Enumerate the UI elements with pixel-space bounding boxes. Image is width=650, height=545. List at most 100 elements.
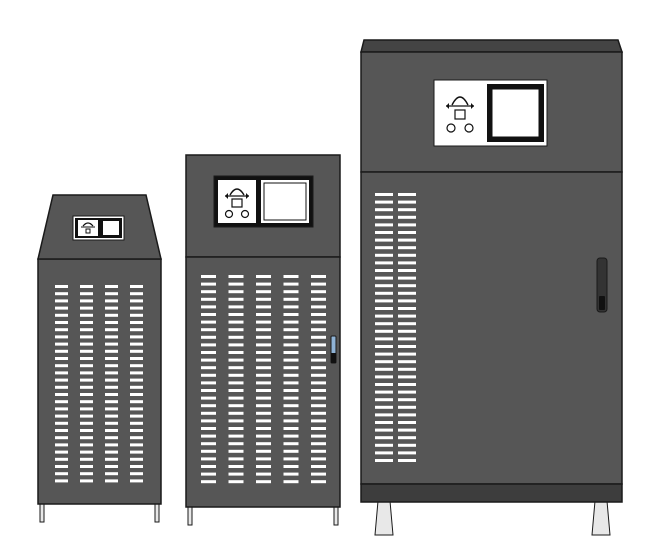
medium-cabinet-vent-slot xyxy=(256,320,271,324)
small-cabinet-vent-slot xyxy=(80,371,93,375)
small-cabinet-vent-slot xyxy=(130,349,143,353)
small-cabinet xyxy=(37,194,162,523)
large-cabinet-top-rim xyxy=(360,39,624,53)
medium-cabinet-vent-slot xyxy=(228,442,244,446)
large-cabinet-vent-slot xyxy=(375,352,393,356)
medium-cabinet-vent-slot xyxy=(201,297,216,301)
small-cabinet-vent-slot xyxy=(55,400,68,404)
small-cabinet-vent-slot xyxy=(80,457,93,461)
small-cabinet-vent-slot xyxy=(55,357,68,360)
small-cabinet-vent-slot xyxy=(80,378,93,382)
large-cabinet-vent-slot xyxy=(375,405,393,409)
small-cabinet-vent-slot xyxy=(55,407,68,411)
medium-cabinet-vent-slot xyxy=(201,411,216,415)
large-cabinet-vent-slot xyxy=(398,360,416,364)
large-cabinet-vent-slot xyxy=(398,238,416,242)
outlet-icon xyxy=(78,220,98,236)
medium-cabinet-vent-slot xyxy=(228,396,244,400)
large-cabinet-vent-slot xyxy=(398,231,416,234)
medium-cabinet-vent-slot xyxy=(256,434,271,438)
medium-cabinet-vent-slot xyxy=(256,449,271,453)
small-cabinet-vent-slot xyxy=(130,378,143,382)
small-cabinet-vent-slot xyxy=(130,313,143,317)
small-cabinet-vent-slot xyxy=(55,457,68,461)
small-cabinet-vent-slot xyxy=(55,443,68,447)
small-cabinet-vent-slot xyxy=(55,306,68,310)
large-cabinet-vent-slot xyxy=(375,337,393,341)
large-cabinet-vent-slot xyxy=(398,193,416,196)
small-cabinet-vent-slot xyxy=(80,313,93,317)
small-cabinet-vent-slot xyxy=(105,371,118,375)
small-cabinet-vent-slot xyxy=(55,421,68,425)
medium-cabinet-vent-slot xyxy=(201,465,216,468)
medium-cabinet-vent-slot xyxy=(311,290,326,294)
medium-cabinet-vent-slot xyxy=(228,480,244,484)
small-cabinet-vent-slot xyxy=(130,436,143,440)
medium-cabinet-vent-slot xyxy=(256,366,271,370)
medium-cabinet-vent-slot xyxy=(311,427,326,430)
small-cabinet-vents xyxy=(55,285,143,483)
medium-cabinet-vent-slot xyxy=(283,358,299,362)
medium-cabinet-vent-slot xyxy=(283,434,299,438)
medium-cabinet-vent-slot xyxy=(256,389,271,392)
medium-cabinet-vent-slot xyxy=(228,328,244,332)
large-cabinet-door-handle xyxy=(596,257,608,313)
small-cabinet-vent-slot xyxy=(130,472,143,476)
large-cabinet-vent-slot xyxy=(398,299,416,303)
large-cabinet-vent-slot xyxy=(398,284,416,288)
large-cabinet-vent-slot xyxy=(398,428,416,432)
large-cabinet-vent-slot xyxy=(375,322,393,326)
medium-cabinet-vent-slot xyxy=(256,343,271,347)
small-cabinet-vent-slot xyxy=(55,378,68,382)
small-cabinet-vent-slot xyxy=(105,472,118,476)
medium-cabinet-vent-slot xyxy=(311,472,326,476)
medium-cabinet-vent-slot xyxy=(283,465,299,468)
small-cabinet-vent-slot xyxy=(80,465,93,468)
small-cabinet-vent-slot xyxy=(55,385,68,389)
large-cabinet-vent-slot xyxy=(398,405,416,409)
large-cabinet-vent-slot xyxy=(398,390,416,394)
medium-cabinet-vent-slot xyxy=(256,282,271,286)
large-cabinet-vent-slot xyxy=(375,193,393,196)
small-cabinet-vent-slot xyxy=(130,400,143,404)
medium-cabinet-vent-slot xyxy=(201,434,216,438)
medium-cabinet-vent-slot xyxy=(201,404,216,408)
large-cabinet-vent-slot xyxy=(398,314,416,318)
medium-cabinet-vent-slot xyxy=(256,472,271,476)
medium-cabinet-vent-slot xyxy=(228,335,244,339)
medium-cabinet-vent-slot xyxy=(228,389,244,392)
small-cabinet-vent-slot xyxy=(55,364,68,368)
small-cabinet-vent-slot xyxy=(105,385,118,389)
large-cabinet-vent-slot xyxy=(375,345,393,348)
medium-cabinet-vent-slot xyxy=(311,373,326,377)
large-cabinet-vent-slot xyxy=(375,246,393,250)
small-cabinet-vent-slot xyxy=(130,407,143,411)
large-cabinet-vent-slot xyxy=(375,276,393,280)
medium-cabinet-vent-slot xyxy=(283,373,299,377)
medium-cabinet-vent-slot xyxy=(228,313,244,316)
small-cabinet-vent-slot xyxy=(130,443,143,447)
small-cabinet-vent-slot xyxy=(130,328,143,332)
small-cabinet-vent-slot xyxy=(105,313,118,317)
small-cabinet-vent-slot xyxy=(105,357,118,360)
medium-cabinet-vent-slot xyxy=(283,305,299,309)
small-cabinet-vent-slot xyxy=(55,414,68,418)
large-cabinet-vent-slot xyxy=(375,231,393,234)
medium-cabinet-vent-slot xyxy=(228,373,244,377)
small-cabinet-vent-slot xyxy=(80,342,93,346)
small-cabinet-vent-slot xyxy=(130,385,143,389)
medium-cabinet-vent-slot xyxy=(201,389,216,392)
small-cabinet-vent-slot xyxy=(130,321,143,324)
small-cabinet-vent-slot xyxy=(130,357,143,360)
small-cabinet-vent-slot xyxy=(80,393,93,396)
small-cabinet-vent-slot xyxy=(130,414,143,418)
medium-cabinet-vent-slot xyxy=(256,305,271,309)
small-cabinet-vent-slot xyxy=(80,299,93,303)
medium-cabinet-vent-slot xyxy=(283,472,299,476)
small-cabinet-vent-slot xyxy=(130,371,143,375)
large-cabinet-vent-slot xyxy=(375,238,393,242)
large-cabinet-vent-slot xyxy=(375,223,393,227)
medium-cabinet-vent-slot xyxy=(283,328,299,332)
medium-cabinet-vent-slot xyxy=(283,351,299,354)
small-cabinet-vent-slot xyxy=(80,385,93,389)
